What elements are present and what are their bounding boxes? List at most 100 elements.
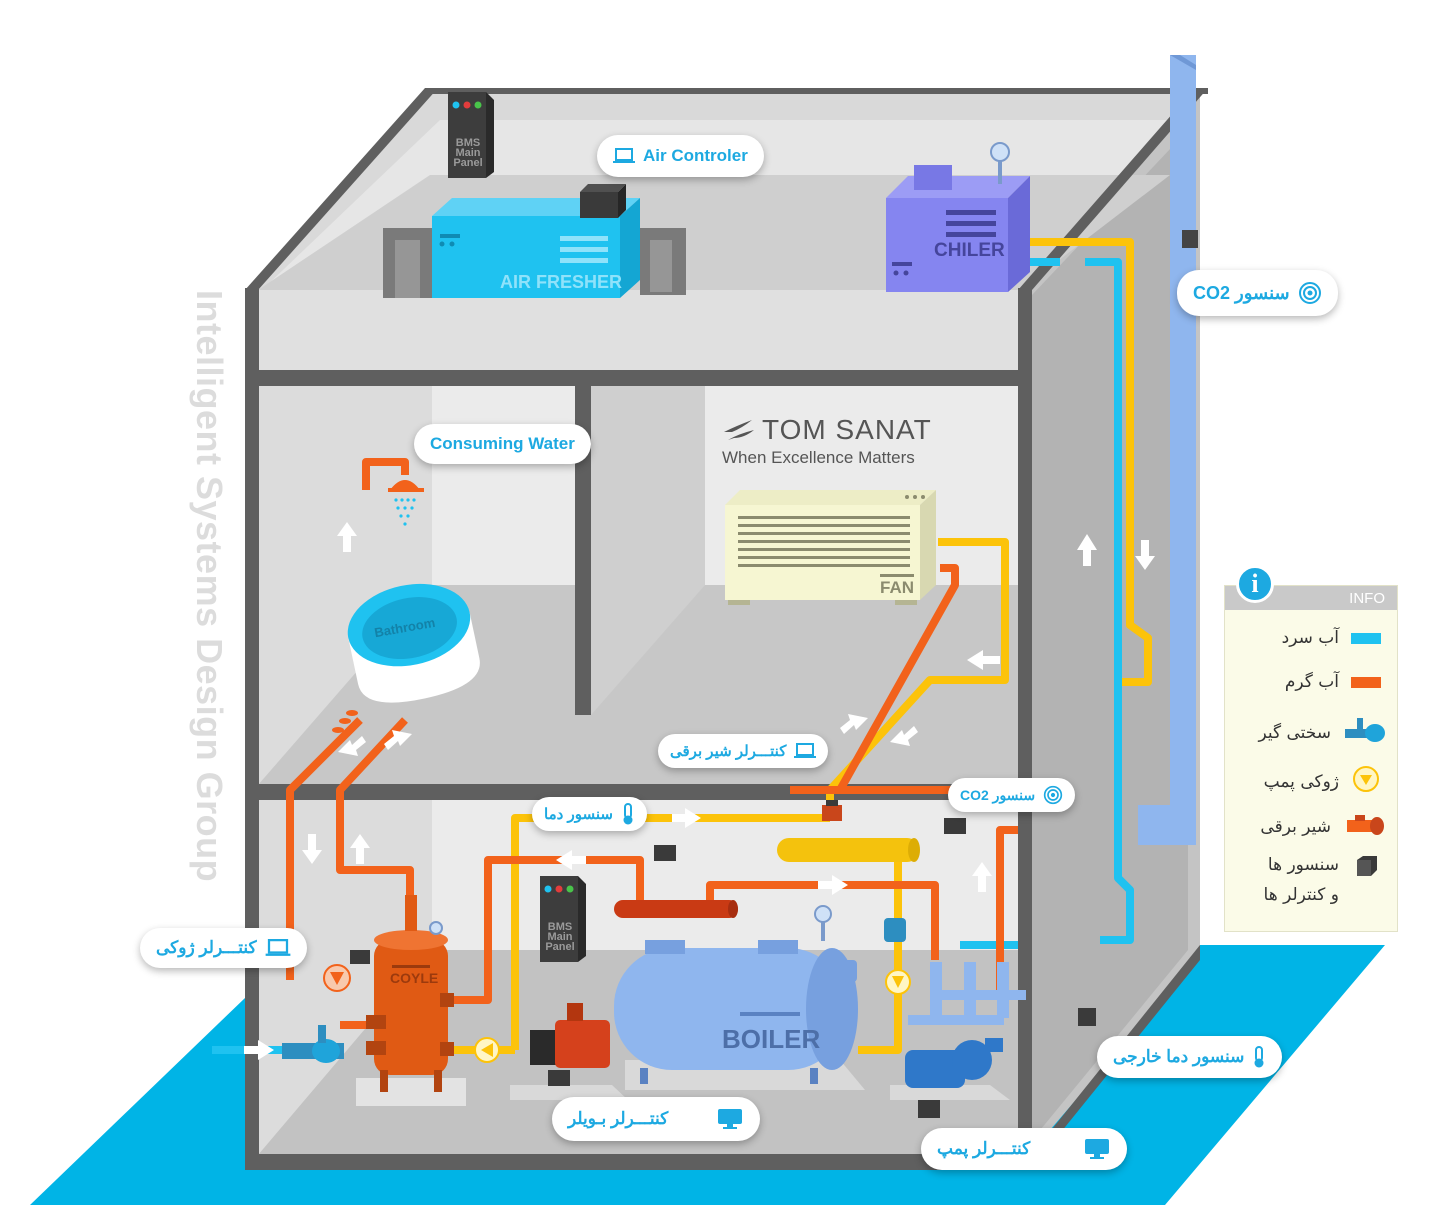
co2-sensor-bottom-callout: سنسور CO2 <box>948 778 1076 812</box>
flow-arrow <box>384 730 412 750</box>
brand-logo: TOM SANAT When Excellence Matters <box>722 414 932 468</box>
frame-right <box>1018 288 1032 1168</box>
temp-sensor-callout: سنسور دما <box>532 797 647 831</box>
air-fresher-label: AIR FRESHER <box>500 272 623 292</box>
legend-label: شیر برقی <box>1260 816 1331 837</box>
sensor-controller-icon <box>1351 854 1381 883</box>
jockey-pump-right <box>884 918 911 995</box>
tom-sanat-logo-icon <box>724 420 754 440</box>
shower-head-icon <box>388 480 424 526</box>
chiller-unit <box>886 142 1030 292</box>
flow-arrow <box>244 1040 274 1060</box>
legend-item-softener: سختی گیر <box>1258 716 1387 749</box>
flow-arrow <box>350 834 370 864</box>
info-legend: INFO آب سرد آب گرم سختی گیر ژوکی پمپ شیر… <box>1224 585 1398 932</box>
co2-sensor-bottom-label: سنسور CO2 <box>960 786 1036 803</box>
legend-label: آب گرم <box>1284 672 1339 692</box>
jockey-pump <box>323 950 370 992</box>
laptop-icon <box>794 743 817 759</box>
fan-label: FAN <box>880 578 914 597</box>
chiller-label: CHILER <box>934 240 1005 261</box>
bms-main-panel-top <box>448 92 494 178</box>
air-controller-label: Air Controler <box>643 146 748 165</box>
jockey-pump-bottom <box>474 1037 500 1063</box>
fan-coil-unit <box>725 490 936 605</box>
frame-left <box>245 288 259 1168</box>
outdoor-temp-sensor-callout: سنسور دما خارجی <box>1097 1036 1283 1078</box>
valve-controller-callout: کنتـــرلر شیر برقی <box>658 734 829 768</box>
coyle-label: COYLE <box>390 970 439 986</box>
boiler-controller-callout: کنتـــرلر بـویلر <box>552 1097 760 1141</box>
consuming-water-callout: Consuming Water <box>414 424 591 464</box>
bms-main-panel-bottom <box>540 876 586 962</box>
slab-bottom <box>245 1154 1032 1170</box>
legend-label: سختی گیر <box>1258 722 1331 743</box>
flow-arrow <box>302 834 322 864</box>
monitor-icon <box>1083 1137 1111 1161</box>
flow-arrow <box>672 808 701 828</box>
bathtub <box>347 583 480 703</box>
boiler-controller-label: کنتـــرلر بـویلر <box>568 1109 669 1128</box>
flow-arrow <box>890 726 918 746</box>
air-fresher-unit <box>383 184 686 298</box>
pump-manifold <box>890 962 1026 1118</box>
legend-item-sensors-controllers: سنسور ها و کنترلر ها <box>1264 854 1381 910</box>
sensor-wave-icon <box>1043 785 1063 805</box>
zoki-controller-callout: کنتـــرلر ژوکی <box>140 928 307 968</box>
legend-item-jockey-pump: ژوکی پمپ <box>1264 764 1381 799</box>
zoki-controller-label: کنتـــرلر ژوکی <box>156 938 257 957</box>
outdoor-sensor-box <box>1078 1008 1096 1026</box>
legend-item-solenoid-valve: شیر برقی <box>1260 812 1387 841</box>
top-floor-back <box>258 290 1020 372</box>
consuming-water-label: Consuming Water <box>430 434 575 453</box>
return-header-tank <box>777 838 920 862</box>
flow-arrow <box>967 650 1000 670</box>
legend-label: سنسور ها و کنترلر ها <box>1263 855 1339 905</box>
coyle-tank <box>356 895 466 1106</box>
pump-controller-label: کنتـــرلر پمپ <box>937 1139 1031 1158</box>
outdoor-temp-sensor-label: سنسور دما خارجی <box>1113 1047 1245 1066</box>
pump-controller-callout: کنتـــرلر پمپ <box>921 1128 1127 1170</box>
brand-name: TOM SANAT <box>762 414 932 445</box>
solenoid-valve-top <box>822 805 842 821</box>
jockey-pump-icon <box>1351 764 1381 799</box>
temp-sensor-box <box>654 845 676 861</box>
co2-duct <box>1170 55 1196 845</box>
legend-label: آب سرد <box>1281 628 1339 648</box>
softener-icon <box>1343 716 1387 749</box>
valve-controller-label: کنتـــرلر شیر برقی <box>670 743 787 760</box>
cold-water-icon <box>1351 632 1381 644</box>
flow-arrow <box>338 736 366 756</box>
legend-label: ژوکی پمپ <box>1263 771 1339 792</box>
boiler-label: BOILER <box>722 1024 821 1054</box>
brand-tagline: When Excellence Matters <box>722 448 915 467</box>
slab-top <box>245 370 1032 386</box>
thermometer-icon <box>1252 1045 1266 1069</box>
legend-item-hot-water: آب گرم <box>1285 672 1381 692</box>
co2-sensor-top-callout: سنسور CO2 <box>1177 270 1338 316</box>
co2-sensor-top-label: سنسور CO2 <box>1193 282 1290 303</box>
monitor-icon <box>716 1107 744 1131</box>
boiler-burner <box>510 1003 628 1100</box>
flow-arrow <box>972 862 992 892</box>
air-controller-callout: Air Controler <box>597 135 764 177</box>
laptop-icon <box>265 939 291 957</box>
flow-arrow <box>818 875 848 895</box>
temp-sensor-label: سنسور دما <box>544 806 613 823</box>
solenoid-valve-icon <box>1343 812 1387 841</box>
co2-sensor-box <box>944 818 966 834</box>
flow-arrow <box>1135 540 1155 570</box>
flow-arrow <box>556 850 586 870</box>
flow-arrow <box>1077 534 1097 566</box>
supply-header-tank <box>614 900 738 918</box>
sensor-wave-icon <box>1298 281 1322 305</box>
laptop-icon <box>613 148 635 164</box>
boiler-tank <box>614 905 865 1090</box>
flow-arrow <box>840 714 868 734</box>
water-softener <box>282 1025 344 1063</box>
hot-water-icon <box>1351 676 1381 688</box>
watermark-text: Intelligent Systems Design Group <box>189 290 230 883</box>
